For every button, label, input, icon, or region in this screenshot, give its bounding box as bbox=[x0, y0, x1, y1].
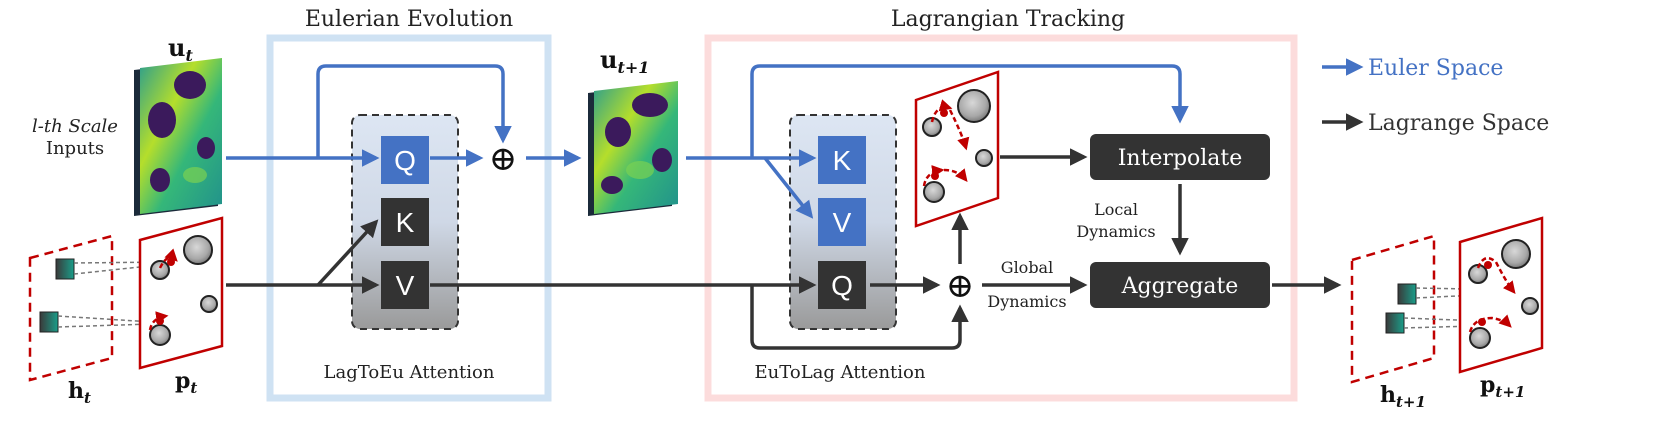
camera-icon bbox=[39, 311, 59, 333]
eutolag-v-box bbox=[818, 198, 866, 246]
eutolag-k-box bbox=[818, 136, 866, 184]
inputs-label-line2: Inputs bbox=[46, 138, 104, 159]
interpolate-label: Interpolate bbox=[1118, 146, 1243, 171]
h-t-label: ht bbox=[68, 378, 91, 407]
p-t-label: pt bbox=[175, 368, 197, 397]
arrow-unext-to-v bbox=[763, 156, 814, 219]
eulerian-title: Eulerian Evolution bbox=[305, 7, 513, 32]
lagtoeu-k-label: K bbox=[396, 207, 415, 238]
euler-arrows bbox=[226, 64, 1189, 219]
lagtoeu-v-label: V bbox=[396, 270, 415, 301]
camera-icon bbox=[55, 258, 75, 280]
p-next-particle-plane bbox=[1458, 216, 1544, 374]
global-dynamics-label-line2: Dynamics bbox=[987, 292, 1066, 311]
eutolag-v-label: V bbox=[833, 207, 852, 238]
global-dynamics-label-line1: Global bbox=[1001, 258, 1053, 277]
legend: Euler Space Lagrange Space bbox=[1322, 56, 1549, 136]
tracking-particle-plane bbox=[914, 70, 1000, 228]
u-next-field-image bbox=[588, 81, 678, 216]
arrow-unext-to-interpolate bbox=[750, 64, 1189, 158]
lagtoeu-q-box bbox=[381, 136, 429, 184]
camera-icon bbox=[1385, 312, 1405, 334]
local-dynamics-label-line2: Dynamics bbox=[1076, 222, 1155, 241]
eutolag-k-label: K bbox=[833, 145, 852, 176]
lagrange-arrows bbox=[226, 148, 1342, 350]
aggregate-box bbox=[1090, 262, 1270, 308]
interpolate-box bbox=[1090, 134, 1270, 180]
eulerian-caption: LagToEu Attention bbox=[324, 362, 495, 383]
eulerian-frame bbox=[266, 34, 552, 402]
lagtoeu-k-box bbox=[381, 198, 429, 246]
p-next-label: pt+1 bbox=[1480, 372, 1525, 401]
lagrangian-title: Lagrangian Tracking bbox=[891, 7, 1125, 32]
u-next-label: ut+1 bbox=[600, 45, 649, 77]
inputs-label-line1: l-th Scale bbox=[32, 116, 118, 137]
arrow-particles-to-k bbox=[316, 219, 379, 287]
eulerian-add-operator: ⊕ bbox=[489, 139, 518, 179]
eulerian-section: Eulerian Evolution LagToEu Attention bbox=[266, 7, 552, 402]
u-t-label: ut bbox=[168, 33, 193, 65]
lagrangian-add-operator: ⊕ bbox=[946, 266, 975, 306]
legend-lagrange-label: Lagrange Space bbox=[1368, 111, 1549, 136]
aggregate-label: Aggregate bbox=[1121, 274, 1239, 299]
eutolag-q-box bbox=[818, 261, 866, 309]
local-dynamics-label-line1: Local bbox=[1094, 200, 1138, 219]
eutolag-q-label: Q bbox=[831, 270, 853, 301]
arrow-ut-skip bbox=[316, 64, 512, 158]
legend-euler-label: Euler Space bbox=[1368, 56, 1503, 81]
u-t-field-image bbox=[134, 58, 222, 216]
inputs-label: l-th Scale Inputs bbox=[32, 116, 118, 159]
lagtoeu-v-box bbox=[381, 261, 429, 309]
arrow-skip-to-add bbox=[750, 285, 969, 350]
p-t-particle-plane bbox=[138, 216, 224, 370]
lagrangian-section: Lagrangian Tracking EuToLag Attention bbox=[704, 7, 1298, 402]
lagrangian-caption: EuToLag Attention bbox=[755, 362, 926, 383]
camera-icon bbox=[1397, 283, 1417, 305]
lagrangian-frame bbox=[704, 34, 1298, 402]
lagtoeu-q-label: Q bbox=[394, 145, 416, 176]
h-next-label: ht+1 bbox=[1380, 382, 1426, 411]
